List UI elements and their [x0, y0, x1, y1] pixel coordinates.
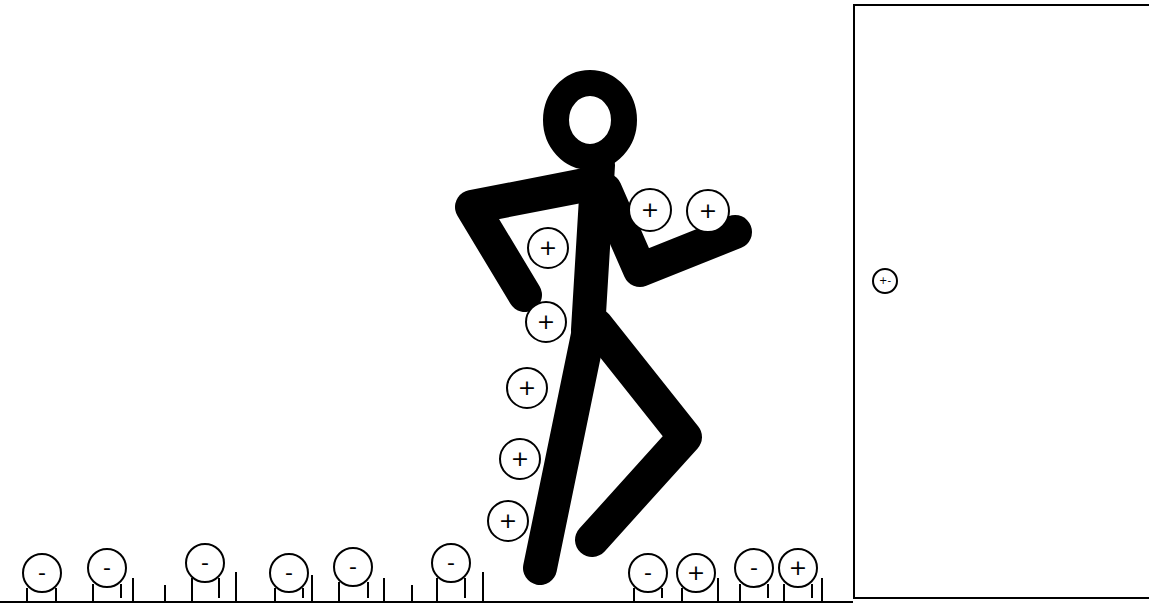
charge-circle: -	[22, 553, 62, 593]
charge-circle: -	[269, 553, 309, 593]
charge-sign: +	[511, 448, 529, 470]
charge-sign: +	[699, 200, 717, 222]
charge-sign: +	[518, 377, 536, 399]
charge-circle: +	[676, 553, 716, 593]
charge-circle: -	[333, 547, 373, 587]
charge-circle: +	[487, 500, 529, 542]
charge-sign: +-	[879, 276, 891, 286]
stick-figure	[472, 165, 735, 568]
floor-line	[0, 601, 853, 603]
charge-circle: -	[431, 543, 471, 583]
charge-circle: -	[734, 548, 774, 588]
charge-circle: +	[499, 438, 541, 480]
charge-circle: +-	[872, 268, 898, 294]
door	[854, 5, 1149, 598]
charge-sign: +	[539, 237, 557, 259]
charge-sign: -	[644, 562, 652, 584]
charge-sign: -	[103, 557, 111, 579]
charge-circle: +	[525, 301, 567, 343]
charge-sign: -	[447, 552, 455, 574]
charge-circle: +	[778, 548, 818, 588]
charge-sign: +	[789, 557, 807, 579]
charge-circle: +	[506, 367, 548, 409]
charge-sign: -	[201, 552, 209, 574]
charge-sign: -	[285, 562, 293, 584]
charge-circle: -	[628, 553, 668, 593]
charge-sign: -	[750, 557, 758, 579]
charge-sign: +	[499, 510, 517, 532]
figure-head	[556, 83, 624, 157]
charge-circle: +	[686, 189, 730, 233]
charge-circle: +	[628, 188, 672, 232]
charge-sign: +	[641, 199, 659, 221]
charge-sign: +	[687, 562, 705, 584]
charge-circle: +	[527, 227, 569, 269]
charge-circle: -	[87, 548, 127, 588]
charge-sign: +	[537, 311, 555, 333]
charge-sign: -	[38, 562, 46, 584]
charge-sign: -	[349, 556, 357, 578]
charge-circle: -	[185, 543, 225, 583]
